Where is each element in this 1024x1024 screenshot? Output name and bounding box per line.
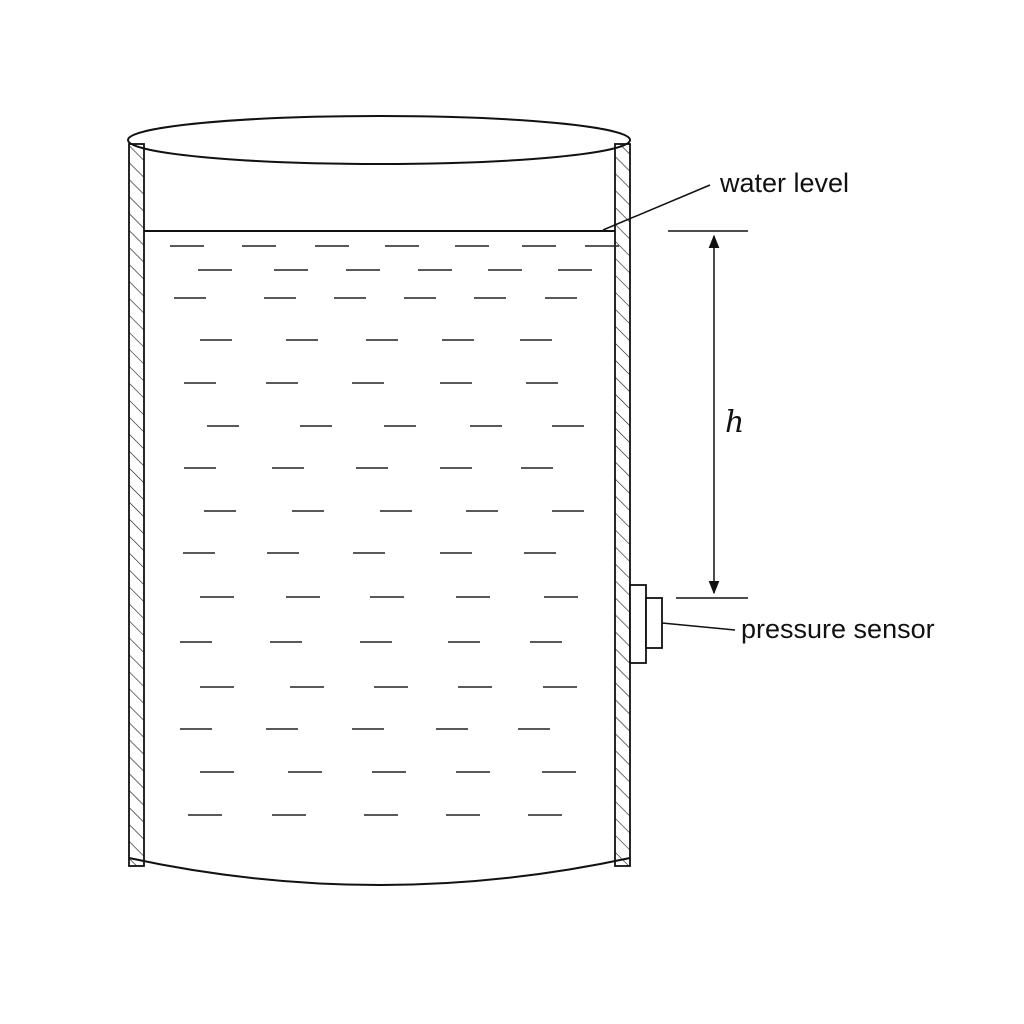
tank-right-wall (614, 143, 631, 867)
water-level-label: water level (719, 168, 849, 198)
tank-top-rim (127, 115, 631, 165)
water-level-leader (602, 184, 711, 231)
water-hatching (170, 245, 619, 816)
pressure-sensor-label: pressure sensor (741, 614, 935, 644)
pressure-sensor-leader (661, 622, 736, 631)
pressure-sensor-head (645, 597, 663, 649)
tank-bottom (128, 857, 631, 886)
h-label: h (725, 405, 744, 440)
tank-left-wall (128, 143, 145, 867)
pressure-sensor-body (629, 584, 647, 664)
